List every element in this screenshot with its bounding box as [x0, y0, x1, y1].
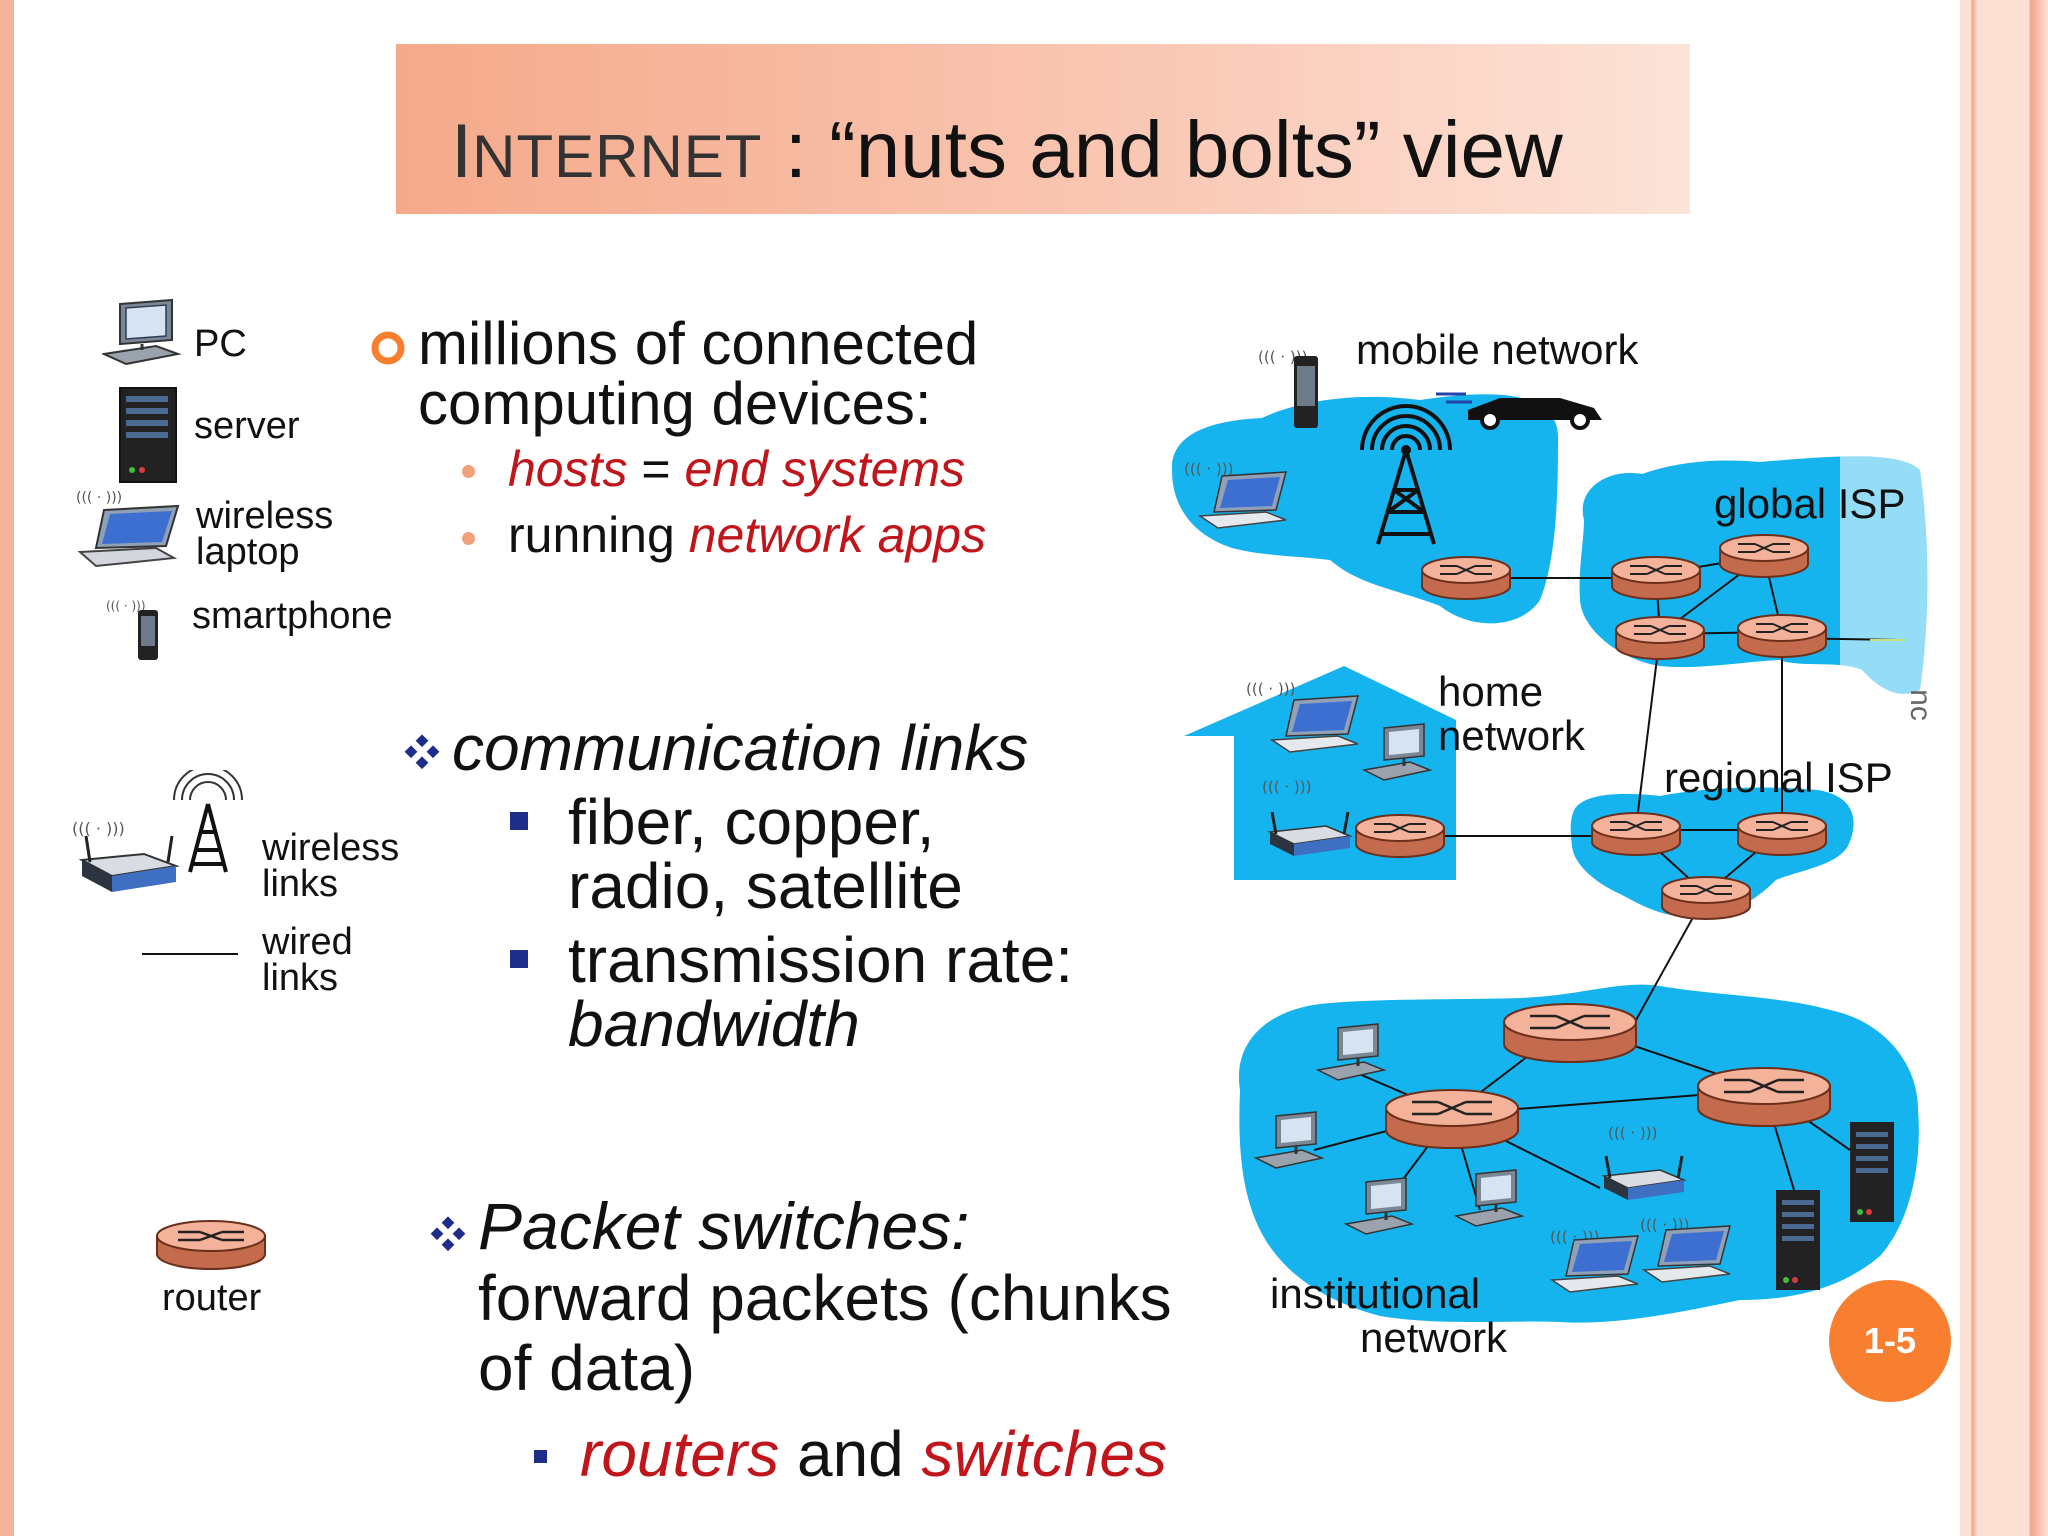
bullet-fiber-line2: radio, satellite: [568, 850, 963, 922]
label-mobile-network: mobile network: [1356, 326, 1639, 373]
bullet-running: running network apps: [508, 507, 987, 563]
router-legend-icon: [156, 1220, 266, 1270]
diamond-bullet-icon: [404, 734, 440, 770]
label-cut-off-text: nc: [1903, 689, 1937, 721]
orange-dot-bullet-icon: [462, 465, 475, 478]
bullet-forward-line2: of data): [478, 1332, 696, 1404]
legend-wireless-laptop-label-1: wireless: [196, 495, 334, 537]
bullet-bandwidth: bandwidth: [568, 988, 860, 1060]
cell-tower-icon: [1360, 404, 1452, 545]
square-bullet-icon: [510, 950, 528, 968]
svg-text:((( · ))): ((( · ))): [72, 819, 125, 838]
car-icon: [1436, 392, 1602, 430]
bullet-hosts: hosts = end systems: [508, 441, 966, 497]
bullet-devices-line2: computing devices:: [418, 370, 932, 437]
label-regional-isp: regional ISP: [1664, 754, 1893, 801]
legend-wireless-links-label-1: wireless: [262, 827, 400, 869]
svg-text:((( · ))): ((( · ))): [106, 599, 146, 613]
bullet-routers-switches: routers and switches: [580, 1418, 1167, 1490]
wireless-laptop-icon: ((( · ))): [76, 490, 180, 568]
legend-pc-label: PC: [194, 323, 247, 365]
label-institutional-network-2: network: [1360, 1314, 1508, 1361]
label-home-network-2: network: [1438, 712, 1586, 759]
network-diagram: ((( · ))): [1171, 348, 1930, 1323]
legend-router-label: router: [162, 1277, 262, 1319]
pc-icon: [102, 298, 182, 366]
legend-wireless-laptop-label-2: laptop: [196, 531, 300, 573]
square-bullet-icon: [510, 812, 528, 830]
legend-wireless-links-label-2: links: [262, 863, 339, 905]
label-global-isp: global ISP: [1714, 480, 1906, 527]
legend-server-label: server: [194, 405, 300, 447]
orange-dot-bullet-icon: [462, 532, 475, 545]
wired-link-line: [142, 953, 238, 955]
orange-ring-bullet-icon: [371, 331, 405, 365]
diamond-bullet-icon: [430, 1216, 466, 1252]
bullet-fiber-line1: fiber, copper,: [568, 786, 935, 858]
bullet-tx-rate: transmission rate:: [568, 924, 1074, 996]
slide-title: INTERNET : “nuts and bolts” view: [451, 105, 1563, 194]
bullet-forward-line1: forward packets (chunks: [478, 1262, 1172, 1334]
page-number-badge: 1-5: [1829, 1280, 1951, 1402]
server-icon: [119, 387, 177, 483]
left-frame-stripe: [0, 0, 14, 1536]
smartphone-icon: ((( · ))): [106, 599, 158, 660]
label-home-network-1: home: [1438, 668, 1544, 715]
wireless-links-icon: ((( · ))): [72, 770, 243, 892]
legend-wired-links-label-1: wired: [262, 921, 353, 963]
title-bar: INTERNET : “nuts and bolts” view: [396, 44, 1690, 214]
legend-smartphone-label: smartphone: [192, 595, 393, 637]
bullet-packet-switches: Packet switches:: [478, 1189, 970, 1263]
svg-text:((( · ))): ((( · ))): [76, 490, 122, 506]
label-institutional-network-1: institutional: [1270, 1270, 1481, 1317]
right-frame-stripe: [1960, 0, 2048, 1536]
square-bullet-icon: [534, 1450, 547, 1463]
bullet-comm-links: communication links: [452, 712, 1029, 784]
bullet-devices-line1: millions of connected: [418, 310, 979, 377]
legend-wired-links-label-2: links: [262, 957, 339, 999]
